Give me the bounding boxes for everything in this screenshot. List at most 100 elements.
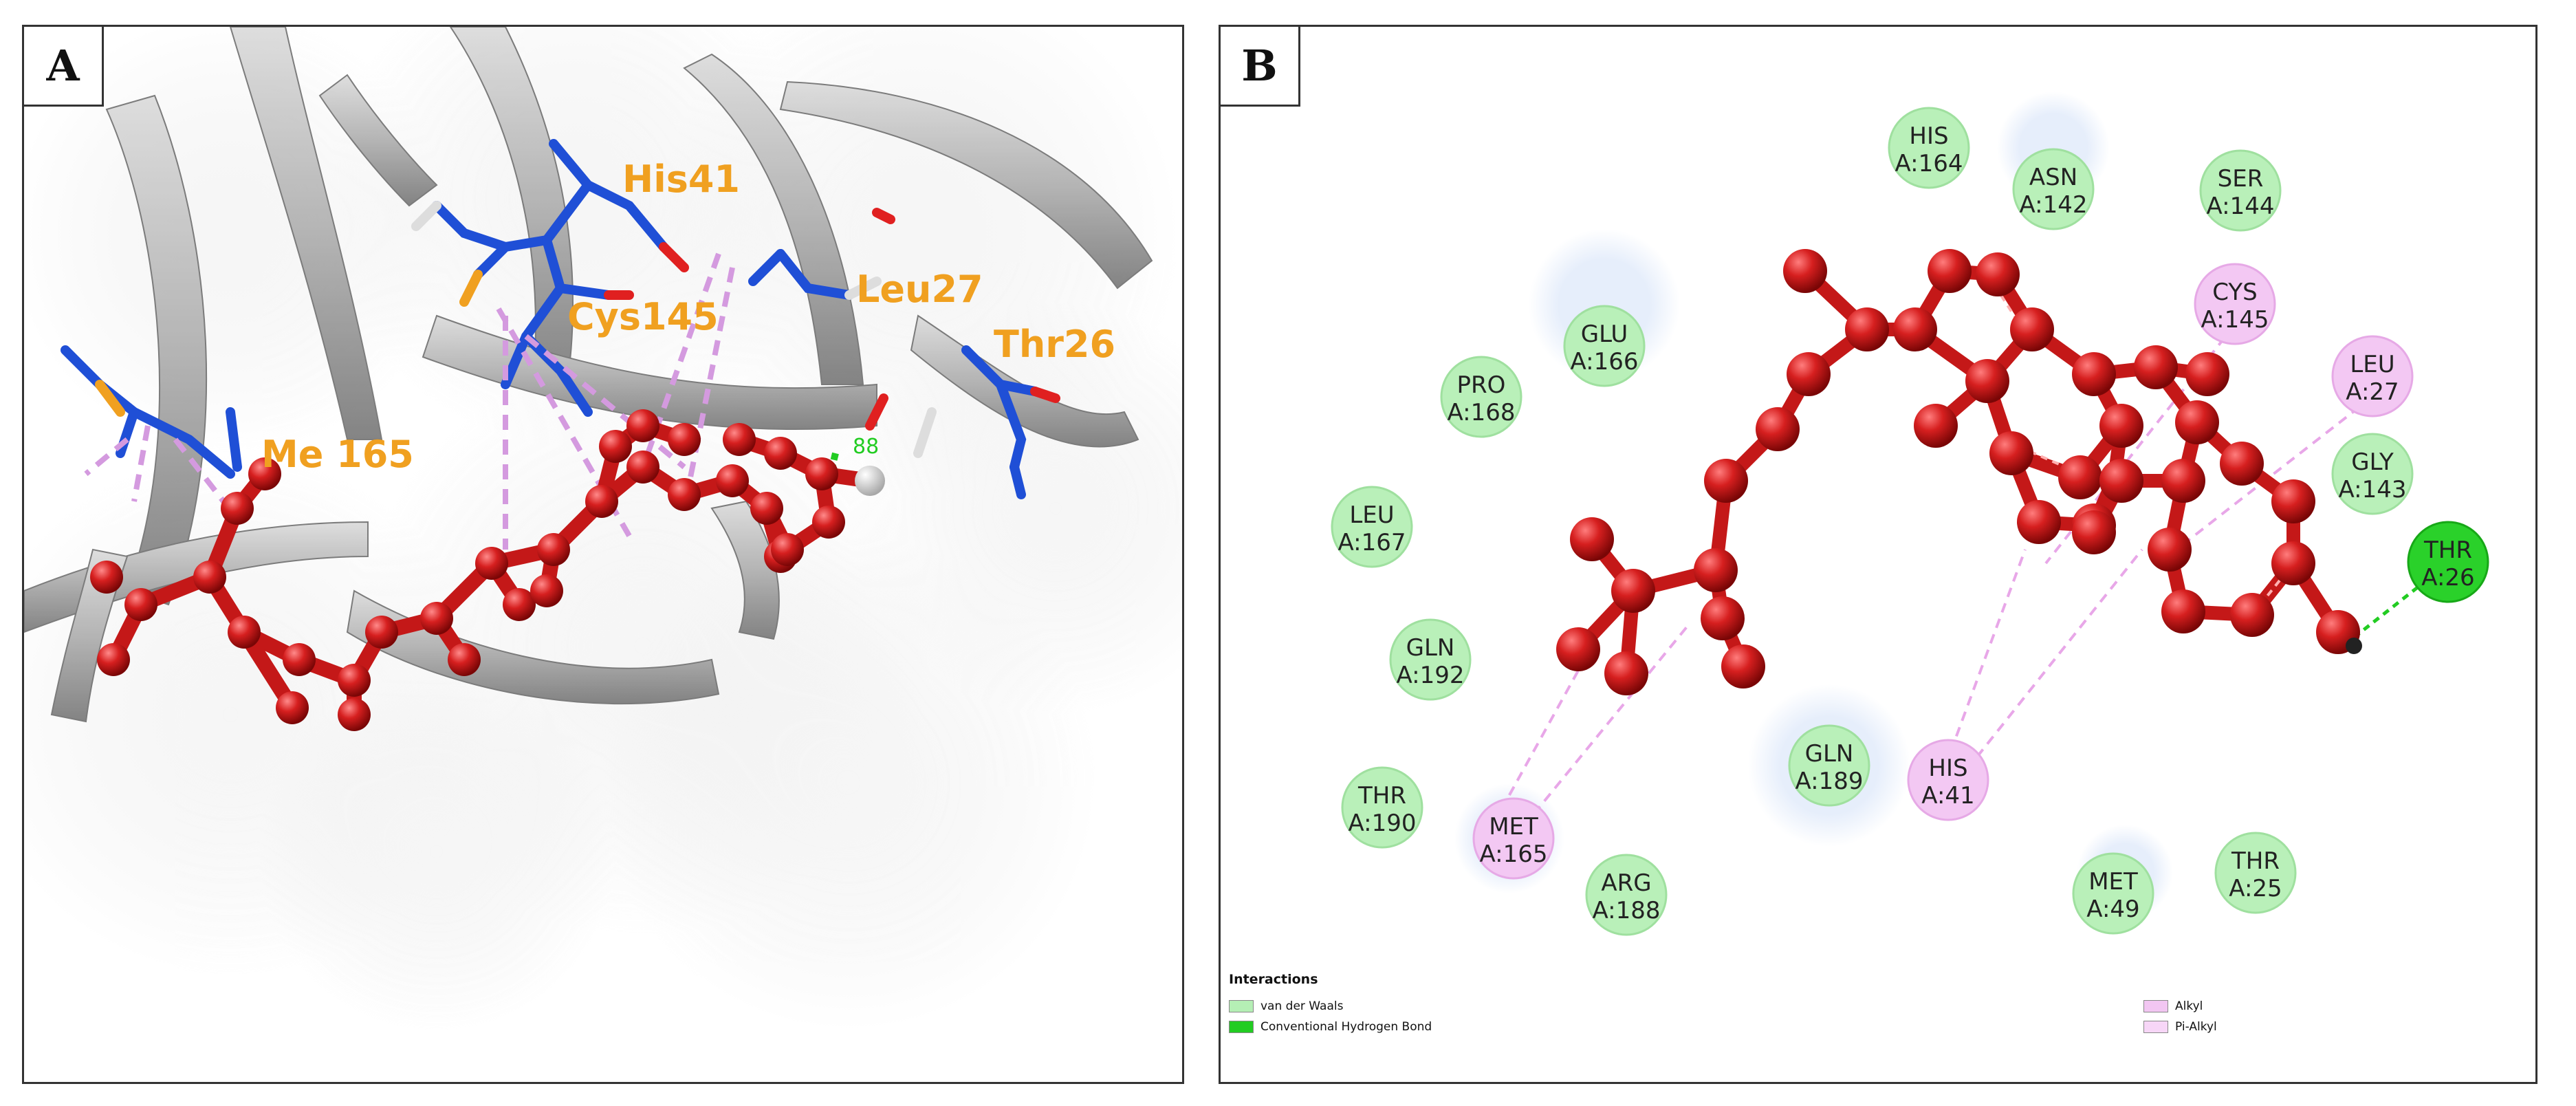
residue-name: CYS xyxy=(2212,279,2258,306)
residue-disc xyxy=(2407,521,2489,603)
residue-number: A:27 xyxy=(2346,378,2399,406)
residue-number: A:166 xyxy=(1570,348,1638,376)
residue-number: A:142 xyxy=(2019,191,2087,219)
protein-surface xyxy=(24,27,1182,1031)
residue-number: A:168 xyxy=(1447,399,1515,426)
residue-number: A:145 xyxy=(2201,306,2269,334)
residue-name: ASN xyxy=(2029,164,2077,191)
protein-ribbons xyxy=(24,27,1153,723)
residue-name: HIS xyxy=(1928,755,1967,782)
legend-swatch-vdw xyxy=(1229,1000,1254,1012)
legend-label-pialkyl: Pi-Alkyl xyxy=(2175,1020,2217,1034)
residue-name: MET xyxy=(2088,868,2138,896)
residue-label-cys145: Cys145 xyxy=(567,295,719,338)
residue-number: A:164 xyxy=(1895,150,1963,177)
ligand-hydrogen xyxy=(2346,638,2362,654)
residue-number: A:192 xyxy=(1396,662,1464,689)
residue-number: A:41 xyxy=(1921,782,1974,810)
ligand-atoms xyxy=(90,409,845,731)
legend-label-alkyl: Alkyl xyxy=(2175,999,2203,1013)
interaction-lines xyxy=(84,252,735,550)
residue-disc xyxy=(1563,305,1646,387)
panel-a-3d-view: 88 xyxy=(24,27,1182,1031)
residue-number: A:188 xyxy=(1592,897,1660,924)
residue-name: THR xyxy=(2423,536,2472,564)
residue-disc xyxy=(1472,797,1555,880)
residue-number: A:26 xyxy=(2421,564,2474,592)
residue-number: A:189 xyxy=(1795,768,1863,795)
residue-disc xyxy=(1907,739,1989,821)
residue-disc xyxy=(2331,433,2414,515)
residue-number: A:143 xyxy=(2338,476,2406,503)
residue-label-his41: His41 xyxy=(622,158,740,201)
residue-disc xyxy=(2214,832,2297,914)
residue-disc xyxy=(1331,486,1413,568)
legend-label-hbond: Conventional Hydrogen Bond xyxy=(1260,1020,1432,1034)
residue-disc xyxy=(1788,724,1870,807)
residue-number: A:25 xyxy=(2229,875,2282,902)
residue-name: HIS xyxy=(1909,122,1948,150)
residue-name: GLN xyxy=(1805,740,1854,768)
residue-number: A:165 xyxy=(1479,841,1547,868)
panel-a-label: A xyxy=(24,27,104,107)
residue-name: SER xyxy=(2218,165,2264,193)
residue-disc xyxy=(2012,148,2095,230)
legend-item-hbond: Conventional Hydrogen Bond xyxy=(1229,1020,1432,1034)
residue-name: LEU xyxy=(1349,501,1394,529)
residue-name: MET xyxy=(1489,813,1538,841)
panel-a: A xyxy=(22,25,1184,1084)
residue-disc xyxy=(1389,618,1472,701)
residue-disc xyxy=(1888,107,1970,189)
ligand-hydrogen xyxy=(855,466,885,496)
legend-title: Interactions xyxy=(1229,972,1318,987)
residue-name: PRO xyxy=(1457,371,1506,399)
residue-number: A:144 xyxy=(2206,193,2274,220)
residue-disc xyxy=(1585,854,1668,936)
panel-b-label: B xyxy=(1221,27,1300,107)
residue-disc xyxy=(2194,263,2276,345)
residue-number: A:167 xyxy=(1338,529,1406,556)
hbond-distance-label: 88 xyxy=(853,435,879,459)
residue-disc xyxy=(2072,852,2154,935)
residue-label-leu27: Leu27 xyxy=(856,268,983,311)
residue-name: THR xyxy=(1357,782,1406,810)
residue-disc xyxy=(1440,356,1522,438)
residue-number: A:49 xyxy=(2086,896,2139,923)
residue-disc xyxy=(2199,149,2282,232)
residue-disc xyxy=(1341,766,1423,849)
legend-swatch-alkyl xyxy=(2143,1000,2168,1012)
panel-b-2d-diagram: HISA:164ASNA:142SERA:144CYSA:145GLUA:166… xyxy=(1331,91,2489,936)
legend-swatch-pialkyl xyxy=(2143,1021,2168,1033)
legend-item-pialkyl: Pi-Alkyl xyxy=(2143,1020,2217,1034)
residue-atoms xyxy=(95,201,1060,499)
legend-item-vdw: van der Waals xyxy=(1229,999,1343,1013)
ligand-atoms xyxy=(1556,249,2360,695)
residue-name: THR xyxy=(2231,847,2280,875)
interactions-legend: Interactions van der Waals Conventional … xyxy=(1229,972,2529,1075)
residue-number: A:190 xyxy=(1348,810,1416,837)
residue-name: GLU xyxy=(1581,321,1628,348)
panel-b: B xyxy=(1219,25,2537,1084)
residue-name: GLY xyxy=(2351,448,2394,476)
legend-swatch-hbond xyxy=(1229,1021,1254,1033)
legend-label-vdw: van der Waals xyxy=(1260,999,1344,1013)
